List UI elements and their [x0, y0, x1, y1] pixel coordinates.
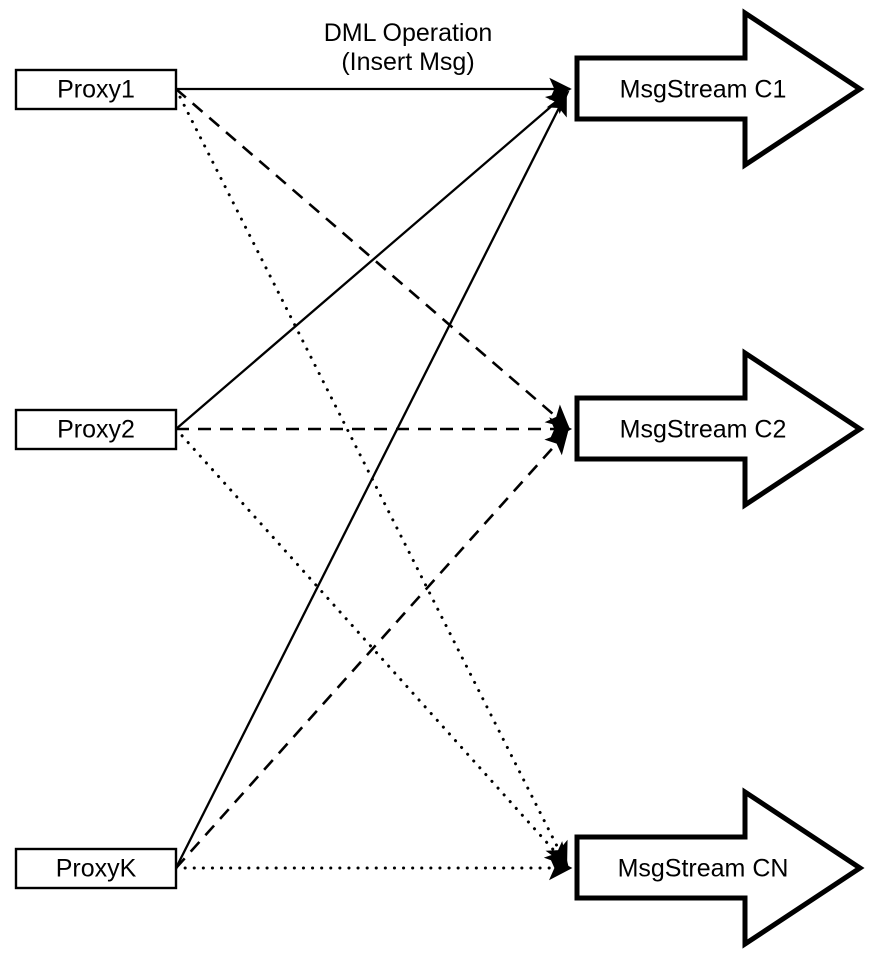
msgstream-node-cn[interactable]: MsgStream CN	[574, 787, 865, 949]
msgstream-c1-arrow-shape[interactable]	[574, 8, 865, 170]
edge-proxyk-to-msgstream-c2	[175, 430, 569, 869]
proxy-1-box[interactable]	[14, 68, 178, 111]
proxy-1-label: Proxy1	[57, 76, 135, 104]
msgstream-c2-label: MsgStream C2	[620, 416, 787, 444]
edge-proxy2-to-msgstream-cn	[174, 427, 569, 867]
edge-proxy2-to-msgstream-c1	[175, 90, 570, 430]
msgstream-cn-label: MsgStream CN	[618, 855, 789, 883]
proxy-node-proxy-k[interactable]: ProxyK	[14, 847, 178, 890]
msgstream-node-c2[interactable]: MsgStream C2	[574, 348, 865, 510]
proxy-node-proxy-1[interactable]: Proxy1	[14, 68, 178, 111]
msgstream-c1-label: MsgStream C1	[620, 76, 787, 104]
edge-group	[174, 77, 573, 881]
proxy-k-label: ProxyK	[56, 855, 137, 883]
edge-proxyk-to-msgstream-c1	[174, 92, 568, 869]
proxy-2-box[interactable]	[14, 408, 178, 451]
dml-operation-annotation: DML Operation (Insert Msg)	[324, 19, 493, 76]
msgstream-c2-arrow-shape[interactable]	[574, 348, 865, 510]
dml-operation-label-line2: (Insert Msg)	[341, 48, 474, 76]
msgstream-cn-arrow-shape[interactable]	[574, 787, 865, 949]
dml-operation-label-line1: DML Operation	[324, 19, 493, 47]
msgstream-node-c1[interactable]: MsgStream C1	[574, 8, 865, 170]
proxy-k-box[interactable]	[14, 847, 178, 890]
edge-proxy1-to-msgstream-c2	[175, 88, 570, 429]
proxy-2-label: Proxy2	[57, 416, 135, 444]
proxy-node-proxy-2[interactable]: Proxy2	[14, 408, 178, 451]
edge-proxy1-to-msgstream-cn	[174, 87, 568, 867]
